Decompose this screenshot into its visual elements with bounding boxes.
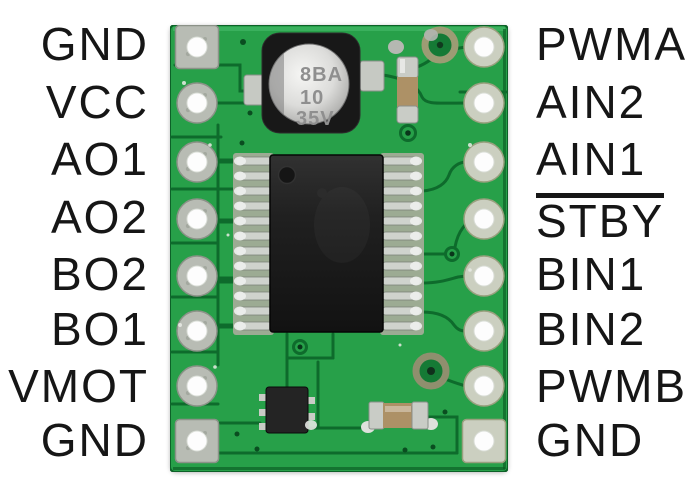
pin-label-right-ain1: AIN1: [536, 133, 647, 185]
pin-pad: [463, 82, 505, 124]
solder-flecks: [178, 81, 472, 369]
pin-pad: [176, 365, 218, 407]
svg-text:8BA: 8BA: [300, 64, 343, 86]
mounting-via-top-right: [421, 26, 459, 64]
pin-pad: [174, 418, 220, 464]
pin-label-right-bin2: BIN2: [536, 303, 647, 355]
pin-label-left-ao2: AO2: [50, 191, 149, 243]
pin-label-left-gnd-top: GND: [40, 18, 149, 70]
pin-label-left-bo1: BO1: [50, 303, 149, 355]
electrolytic-capacitor: 8BA 10 35V: [243, 32, 385, 134]
pin-label-left-ao1: AO1: [50, 133, 149, 185]
pin-pad: [463, 141, 505, 183]
pin-label-left-gnd-bottom: GND: [40, 414, 149, 466]
svg-text:35V: 35V: [296, 108, 335, 130]
stby-text-with-overline: STBY: [536, 193, 665, 247]
smd-resistor: [388, 40, 419, 124]
pin-label-right-ain2: AIN2: [536, 76, 647, 128]
pin-pad: [463, 255, 505, 297]
mounting-via-bottom-right: [412, 352, 450, 390]
pin-pad: [461, 418, 507, 464]
pcb-board: 8BA 10 35V: [170, 25, 508, 472]
pin-pad: [176, 141, 218, 183]
pin-pad: [176, 198, 218, 240]
pin-pad: [176, 82, 218, 124]
pin-label-right-gnd: GND: [536, 414, 645, 466]
pin-pad: [174, 25, 220, 70]
pin-pad: [176, 310, 218, 352]
pcb-art: 8BA 10 35V: [170, 25, 508, 472]
through-hole-pads: [174, 25, 507, 464]
svg-text:10: 10: [300, 87, 324, 109]
pin-label-left-vcc: VCC: [45, 76, 149, 128]
pin-pad: [463, 310, 505, 352]
ic-leads: [233, 153, 424, 335]
smd-capacitor: [361, 401, 438, 433]
wide-trace-stubs: [216, 158, 234, 329]
vias: [234, 39, 460, 453]
pin-pad: [463, 26, 505, 68]
driver-ic: [269, 154, 384, 333]
pin-pad: [176, 255, 218, 297]
pin-pad: [463, 365, 505, 407]
pin-label-right-pwmb: PWMB: [536, 360, 688, 412]
smd-transistor: [259, 386, 317, 434]
pin-label-right-bin1: BIN1: [536, 248, 647, 300]
ic-pin1-dot: [277, 165, 297, 185]
pin-label-right-stby: STBY: [536, 193, 665, 248]
capacitor-markings: 8BA 10 35V: [296, 64, 343, 130]
pin-pad: [463, 198, 505, 240]
pin-label-right-pwma: PWMA: [536, 18, 688, 70]
pin-label-left-bo2: BO2: [50, 248, 149, 300]
pin-label-left-vmot: VMOT: [8, 360, 149, 412]
